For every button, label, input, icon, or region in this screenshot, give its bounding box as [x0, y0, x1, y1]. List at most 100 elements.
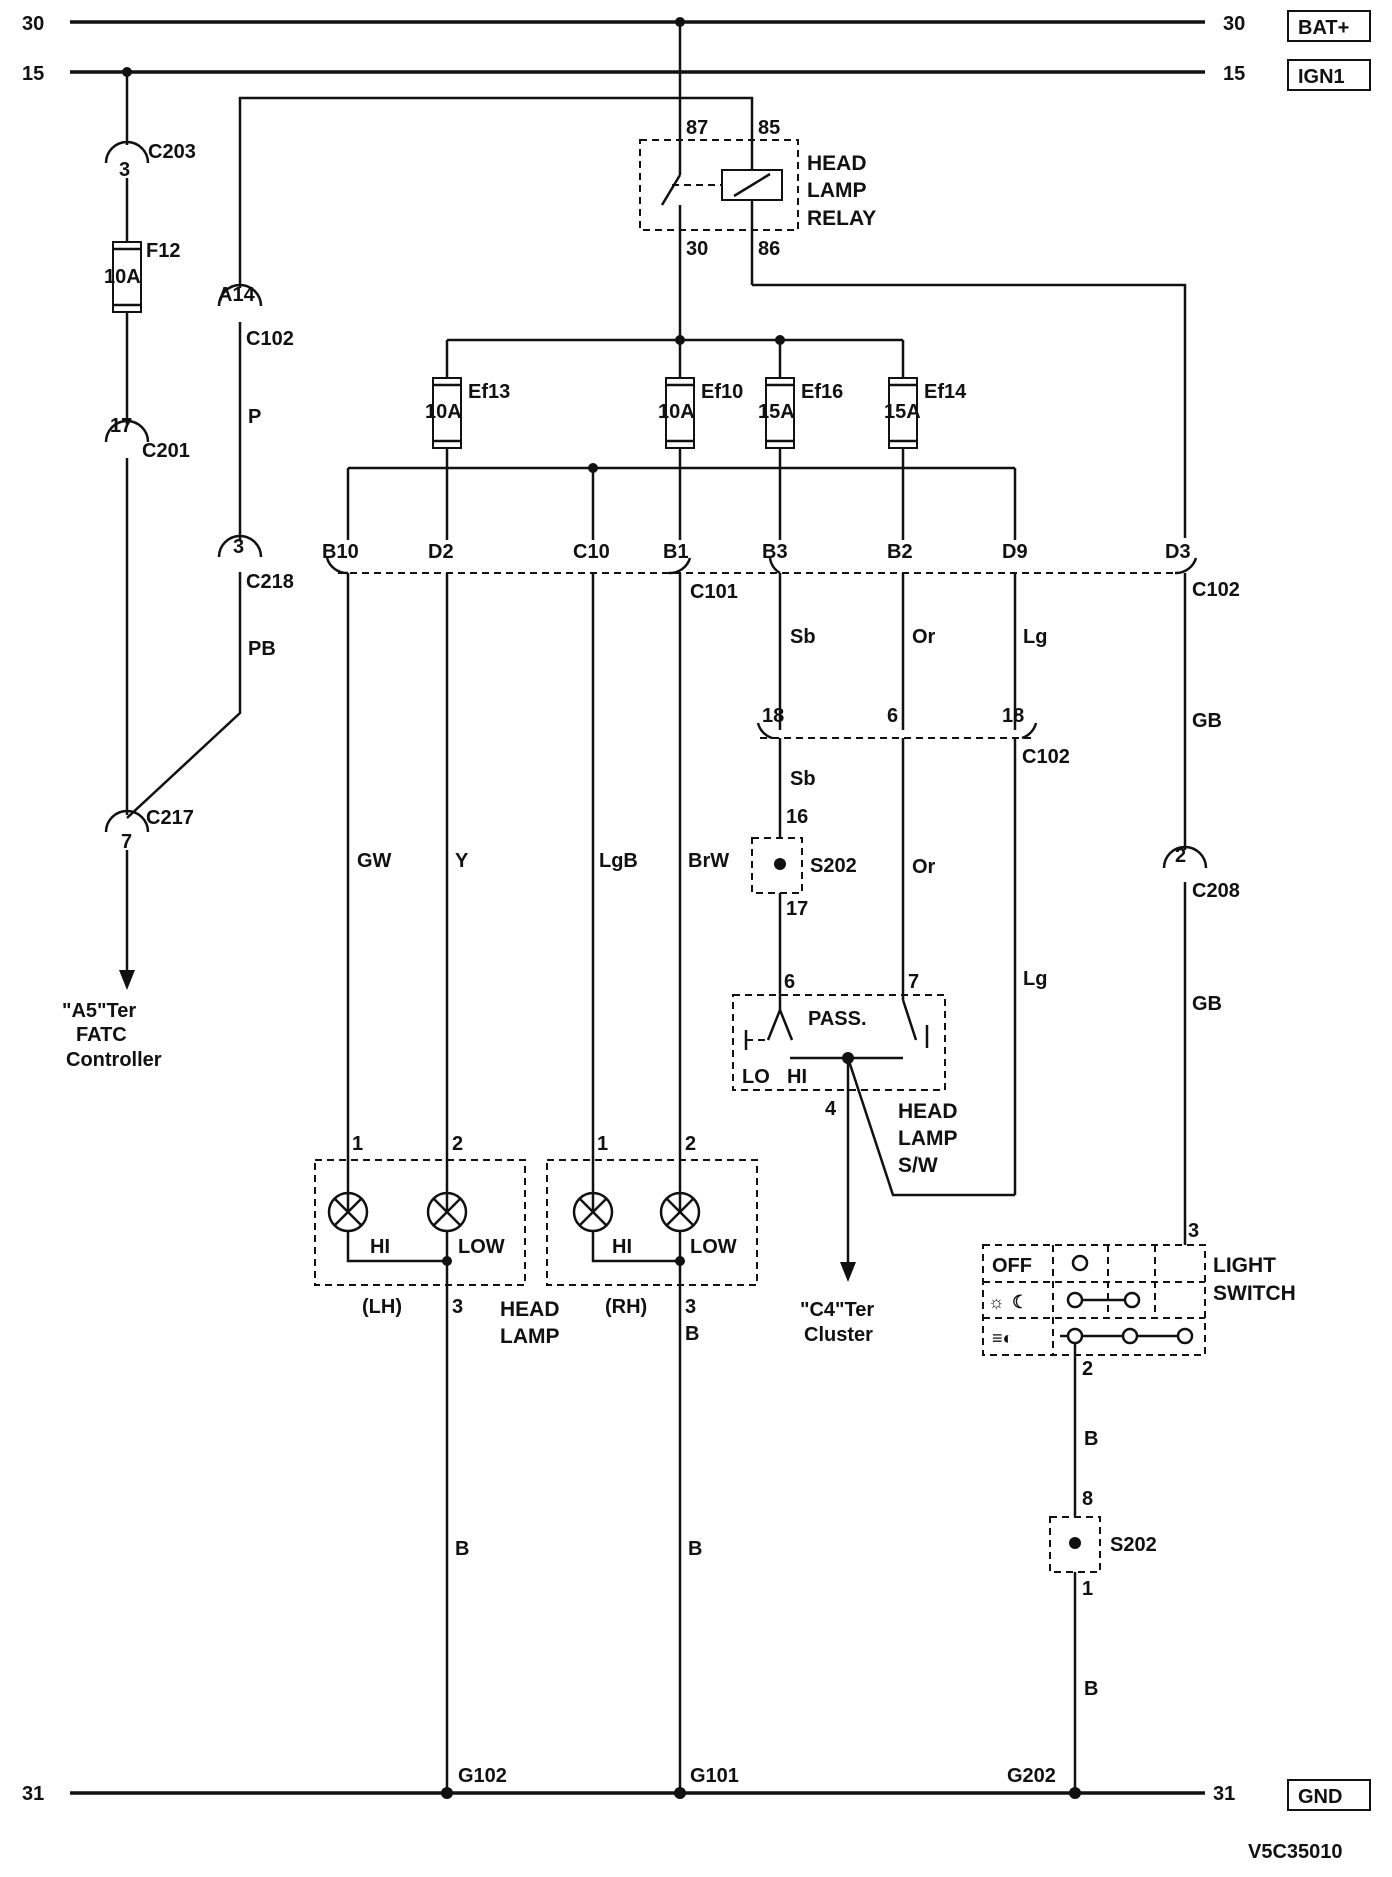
relay-pin-86: 86 [758, 238, 780, 260]
gnd-rail: 31 31 GND [22, 1779, 1371, 1811]
f12-label: F12 [146, 240, 180, 262]
s202b-pin-1: 1 [1082, 1578, 1093, 1600]
rh-wire-b-top: B [685, 1323, 699, 1345]
svg-text:≡◐: ≡◐ [992, 1328, 1013, 1348]
rh-pin-1: 1 [597, 1133, 608, 1155]
ls-title-1: LIGHT [1213, 1254, 1276, 1277]
c101-pin-d2: D2 [428, 541, 454, 563]
ls-wire-b: B [1084, 1428, 1098, 1450]
headlamp-lh: 1 2 HI LOW (LH) 3 B [314, 1133, 526, 1793]
wire-y: Y [455, 850, 469, 872]
c102-pin-d9: D9 [1002, 541, 1028, 563]
relay-title-2: LAMP [807, 179, 867, 202]
wire-gb-upper: GB [1192, 710, 1222, 732]
c218-label: C218 [246, 571, 294, 593]
fatc-dest-1: "A5"Ter [62, 1000, 136, 1022]
hls-pass-label: PASS. [808, 1008, 867, 1030]
ls-title-2: SWITCH [1213, 1282, 1296, 1305]
c101-label: C101 [690, 581, 738, 603]
ground-g102: G102 [458, 1765, 507, 1787]
hls-pin-6: 6 [784, 971, 795, 993]
svg-text:☾: ☾ [1012, 1292, 1028, 1312]
ef13-rating: 10A [425, 401, 462, 423]
c102-pin-b3: B3 [762, 541, 788, 563]
ef10-rating: 10A [658, 401, 695, 423]
gnd-rail-num-left: 31 [22, 1783, 44, 1805]
splice-s202-lower: 8 S202 1 B [1049, 1488, 1157, 1793]
light-switch: 3 OFF ☼ ☾ ≡◐ LIGHT SWITCH 2 B [982, 1220, 1296, 1517]
relay-title-3: RELAY [807, 207, 876, 230]
relay-pin-85: 85 [758, 117, 780, 139]
wire-brw: BrW [688, 850, 729, 872]
rh-pin-3: 3 [685, 1296, 696, 1318]
fuse-ef10: Ef10 10A [658, 377, 743, 540]
c208-label: C208 [1192, 880, 1240, 902]
diagram-code: V5C35010 [1248, 1841, 1343, 1863]
hls-title-2: LAMP [898, 1127, 958, 1150]
bat-rail: 30 30 BAT+ [22, 10, 1371, 42]
c102-pin-d3: D3 [1165, 541, 1191, 563]
lh-wire-b: B [455, 1538, 469, 1560]
wire-gb-lower: GB [1192, 993, 1222, 1015]
rh-hi-label: HI [612, 1236, 632, 1258]
c101-pin-b1: B1 [663, 541, 689, 563]
headlamp-beam-icon: ≡◐ [992, 1328, 1013, 1348]
gnd-label: GND [1298, 1786, 1342, 1808]
c201-label: C201 [142, 440, 190, 462]
s202a-pin-16: 16 [786, 806, 808, 828]
wire-lg-lower: Lg [1023, 968, 1047, 990]
cluster-dest-2: Cluster [804, 1324, 873, 1346]
ign-rail: 15 15 IGN1 [22, 59, 1371, 91]
c102-a14-pin: A14 [218, 284, 256, 306]
ls-pin-2: 2 [1082, 1358, 1093, 1380]
c218-pin: 3 [233, 536, 244, 558]
cluster-dest-1: "C4"Ter [800, 1299, 874, 1321]
lower-bus [346, 463, 1017, 540]
c217-pin: 7 [121, 831, 132, 853]
ef14-label: Ef14 [924, 381, 967, 403]
fuse-ef16: Ef16 15A [758, 377, 843, 540]
c101-pin-b10: B10 [322, 541, 359, 563]
wire-gw: GW [357, 850, 392, 872]
lh-pin-1: 1 [352, 1133, 363, 1155]
headlamp-title-1: HEAD [500, 1298, 560, 1321]
c102b-pin-18b: 18 [1002, 705, 1024, 727]
ef16-rating: 15A [758, 401, 795, 423]
f12-rating: 10A [104, 266, 141, 288]
wire-sb-upper: Sb [790, 626, 816, 648]
lh-low-label: LOW [458, 1236, 505, 1258]
c203-label: C203 [148, 141, 196, 163]
c102-pin-b2: B2 [887, 541, 913, 563]
gb-branch: GB 2 C208 GB [1162, 573, 1240, 1245]
svg-text:☼: ☼ [988, 1292, 1005, 1312]
c201-pin: 17 [110, 415, 132, 437]
fatc-dest-2: FATC [76, 1024, 127, 1046]
fuse-ef14: Ef14 15A [884, 377, 967, 540]
ground-g101: G101 [690, 1765, 739, 1787]
connector-c101: B10 D2 C10 B1 B3 B2 D9 D3 C101 C102 [322, 541, 1240, 603]
hls-title-1: HEAD [898, 1100, 958, 1123]
s202a-label: S202 [810, 855, 857, 877]
fatc-dest-3: Controller [66, 1049, 162, 1071]
s202b-wire-b: B [1084, 1678, 1098, 1700]
splice-s202-upper: 16 S202 17 [751, 806, 857, 1010]
wire-or-upper: Or [912, 626, 936, 648]
lh-side-label: (LH) [362, 1296, 402, 1318]
parking-lamp-icon: ☼ ☾ [988, 1292, 1028, 1312]
hls-title-3: S/W [898, 1154, 938, 1177]
ef14-rating: 15A [884, 401, 921, 423]
lh-pin-2: 2 [452, 1133, 463, 1155]
hls-lo-label: LO [742, 1066, 770, 1088]
fuse-bus [445, 335, 905, 378]
wire-lg-upper: Lg [1023, 626, 1047, 648]
c101-pin-c10: C10 [573, 541, 610, 563]
c217-label: C217 [146, 807, 194, 829]
ef10-label: Ef10 [701, 381, 743, 403]
headlamp-rh: 1 2 HI LOW (RH) 3 B B [546, 1133, 758, 1793]
rh-side-label: (RH) [605, 1296, 647, 1318]
c102-label: C102 [1192, 579, 1240, 601]
gnd-rail-num-right: 31 [1213, 1783, 1235, 1805]
ground-g202: G202 [1007, 1765, 1056, 1787]
ef13-label: Ef13 [468, 381, 510, 403]
